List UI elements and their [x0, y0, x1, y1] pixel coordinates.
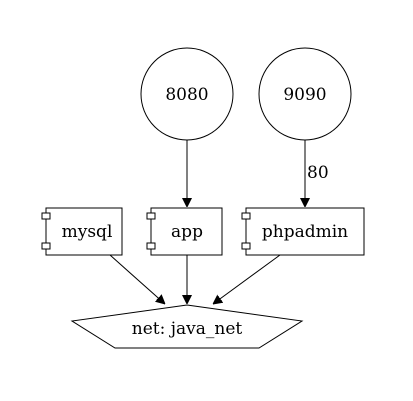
component-tab-icon — [241, 212, 251, 220]
port-label-9090: 9090 — [283, 85, 326, 105]
edge-label-port-80: 80 — [307, 163, 329, 183]
service-node-phpadmin: phpadmin — [241, 207, 365, 256]
port-label-8080: 8080 — [165, 85, 208, 105]
service-node-app: app — [146, 207, 223, 256]
service-node-mysql: mysql — [41, 207, 123, 256]
network-node: net: java_net — [70, 304, 304, 349]
edge-phpadmin-to-network — [213, 254, 281, 304]
component-tab-icon — [41, 212, 51, 220]
component-tab-icon — [146, 242, 156, 250]
edge-mysql-to-network — [109, 254, 165, 304]
service-label-phpadmin: phpadmin — [262, 222, 348, 242]
component-tab-icon — [146, 212, 156, 220]
service-label-app: app — [171, 222, 203, 242]
component-tab-icon — [41, 242, 51, 250]
service-label-mysql: mysql — [62, 222, 113, 242]
component-tab-icon — [241, 242, 251, 250]
port-node-9090: 9090 — [258, 47, 352, 141]
port-node-8080: 8080 — [140, 47, 234, 141]
network-label: net: java_net — [132, 319, 243, 339]
